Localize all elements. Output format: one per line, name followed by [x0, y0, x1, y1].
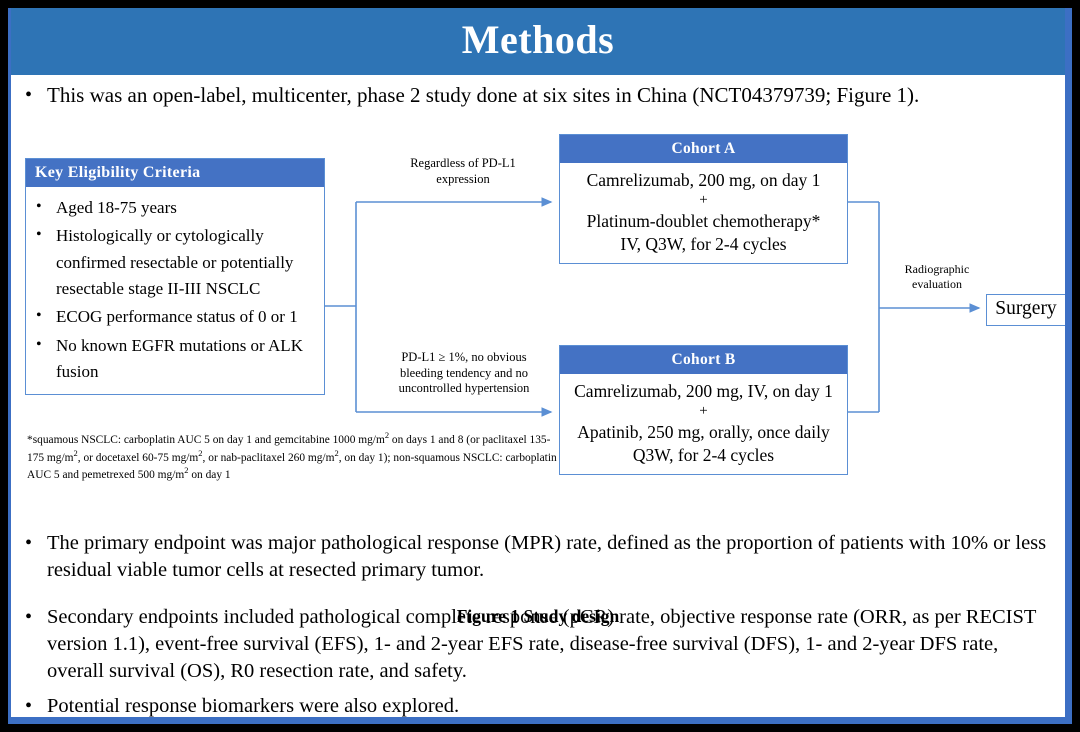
bullet-marker: •: [25, 532, 33, 554]
endpoint-bullet-text: The primary endpoint was major pathologi…: [47, 532, 1047, 582]
cohort-a-body: Camrelizumab, 200 mg, on day 1 + Platinu…: [560, 163, 847, 263]
endpoint-bullet-text: Potential response biomarkers were also …: [47, 695, 460, 717]
slide: Methods • This was an open-label, multic…: [8, 8, 1072, 724]
bullet-marker: •: [36, 226, 42, 244]
figure-caption: Figure 1 Study design: [456, 606, 620, 626]
bullet-marker: •: [36, 335, 42, 353]
cohort-b-line-2: Apatinib, 250 mg, orally, once daily: [577, 421, 830, 442]
cohort-b-line-3: Q3W, for 2-4 cycles: [632, 444, 775, 465]
eligibility-box: Key Eligibility Criteria • Aged 18-75 ye…: [25, 158, 325, 396]
cohort-b-header: Cohort B: [560, 346, 847, 374]
endpoint-bullet-primary: • The primary endpoint was major patholo…: [25, 530, 1055, 584]
eligibility-header: Key Eligibility Criteria: [26, 159, 324, 187]
surgery-box: Surgery: [986, 294, 1065, 326]
cohort-b-box: Cohort B Camrelizumab, 200 mg, IV, on da…: [559, 345, 848, 476]
bullet-marker: •: [25, 695, 33, 717]
cohort-b-body: Camrelizumab, 200 mg, IV, on day 1 + Apa…: [560, 374, 847, 474]
list-item: • Histologically or cytologically confir…: [32, 223, 318, 302]
endpoint-bullet-biomarkers: • Potential response biomarkers were als…: [25, 693, 1055, 717]
list-item: • ECOG performance status of 0 or 1: [32, 304, 318, 330]
cohort-a-header: Cohort A: [560, 135, 847, 163]
cohort-a-plus: +: [699, 191, 708, 208]
cohort-b-line-1: Camrelizumab, 200 mg, IV, on day 1: [574, 381, 833, 401]
page-title: Methods: [461, 17, 615, 62]
bullet-marker: •: [25, 606, 33, 628]
title-bar: Methods: [11, 8, 1065, 75]
figure-footnote: *squamous NSCLC: carboplatin AUC 5 on da…: [27, 430, 557, 482]
cohort-b-plus: +: [699, 402, 708, 419]
eligibility-item-label: No known EGFR mutations or ALK fusion: [56, 335, 303, 382]
bullet-marker: •: [36, 307, 42, 325]
endpoint-bullet-secondary: • Secondary endpoints included pathologi…: [25, 604, 1055, 685]
bullet-marker: •: [25, 84, 33, 106]
eligibility-item-label: Aged 18-75 years: [56, 198, 177, 217]
list-item: • No known EGFR mutations or ALK fusion: [32, 333, 318, 386]
intro-bullet-text: This was an open-label, multicenter, pha…: [47, 83, 920, 107]
study-design-figure: Key Eligibility Criteria • Aged 18-75 ye…: [11, 120, 1065, 626]
list-item: • Aged 18-75 years: [32, 195, 318, 221]
cohort-a-box: Cohort A Camrelizumab, 200 mg, on day 1 …: [559, 134, 848, 265]
bullet-marker: •: [36, 198, 42, 215]
intro-bullet: • This was an open-label, multicenter, p…: [25, 82, 1055, 110]
eligibility-item-label: Histologically or cytologically confirme…: [56, 226, 294, 299]
endpoint-bullet-text: Secondary endpoints included pathologica…: [47, 606, 1037, 683]
cohort-a-line-2: Platinum-doublet chemotherapy*: [586, 210, 821, 231]
eligibility-item-label: ECOG performance status of 0 or 1: [56, 307, 298, 327]
cohort-a-line-1: Camrelizumab, 200 mg, on day 1: [586, 170, 821, 190]
eligibility-body: • Aged 18-75 years • Histologically or c…: [26, 187, 324, 394]
cohort-a-line-3: IV, Q3W, for 2-4 cycles: [620, 233, 787, 254]
